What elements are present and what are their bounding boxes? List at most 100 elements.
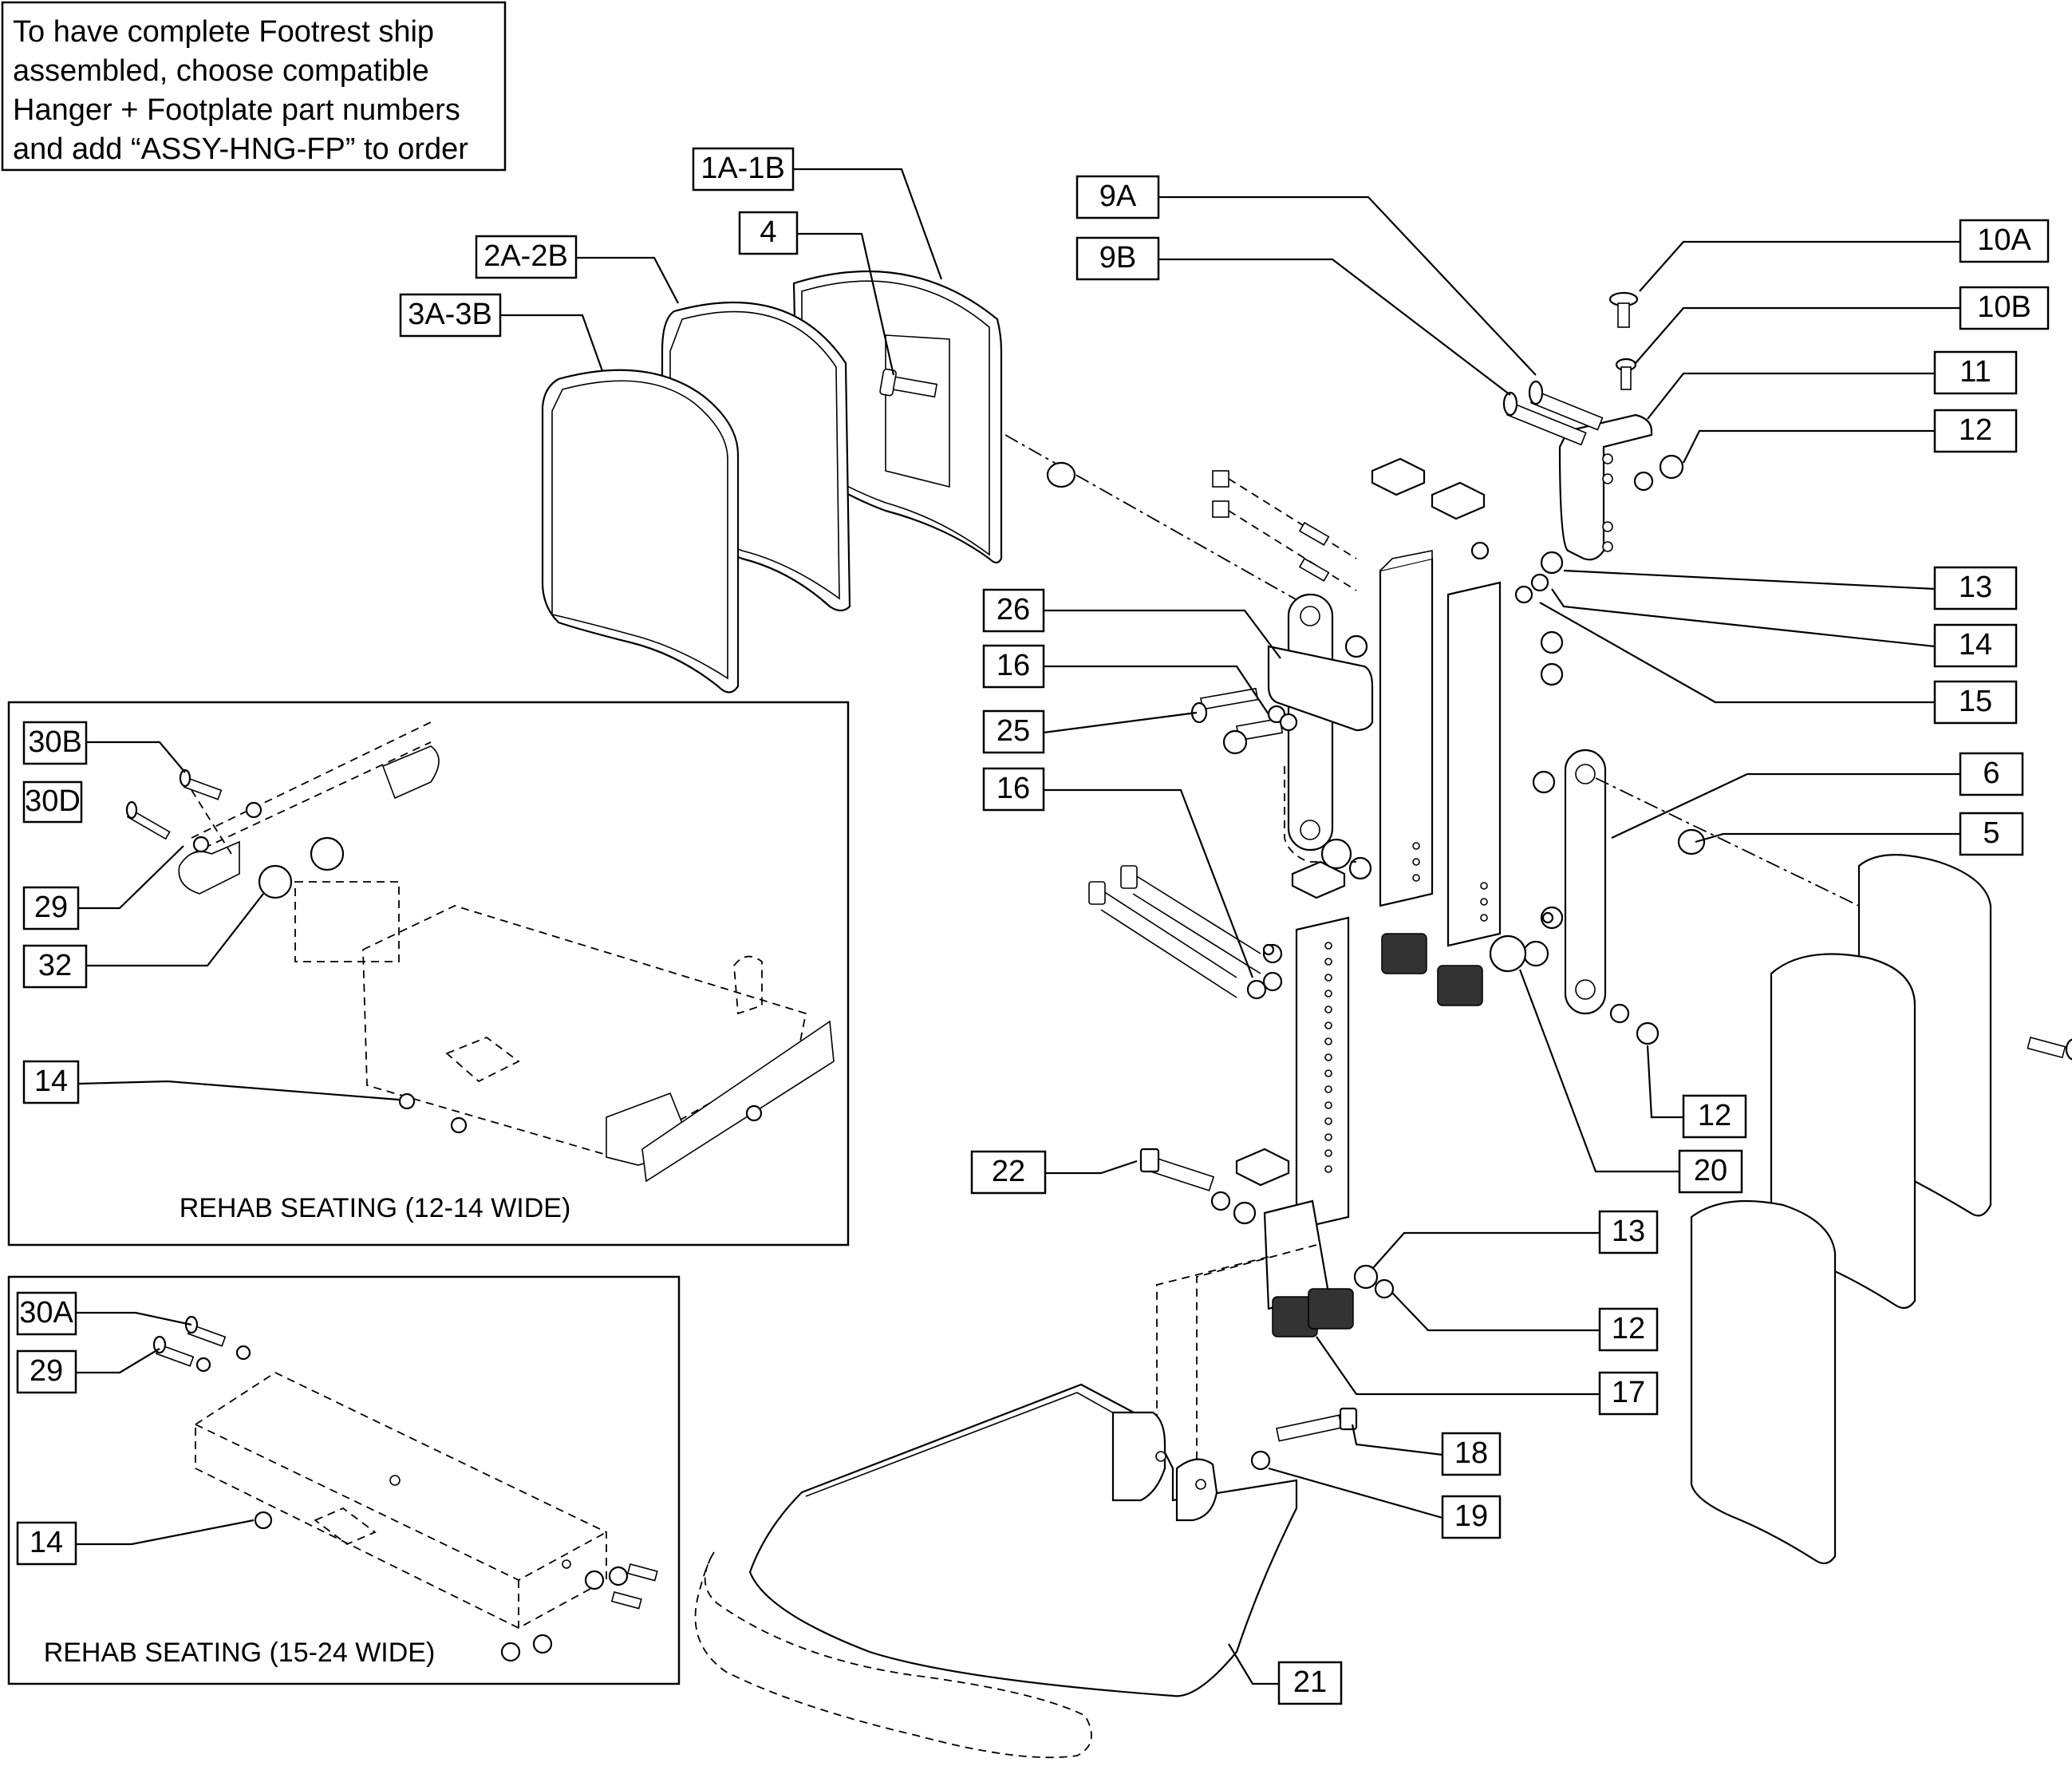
callout-5: 5 [1959,812,2024,856]
callout-3A-3B: 3A-3B [399,293,502,338]
svg-text:14: 14 [30,1526,63,1559]
callout-16a: 16 [982,644,1045,689]
nut-12-lower [1374,1278,1395,1299]
callout-26: 26 [982,588,1045,633]
footplate-hinge-right [1175,1458,1218,1522]
nuts-washers-mid [1344,541,1564,967]
svg-text:29: 29 [30,1354,63,1388]
svg-text:14: 14 [1959,628,1992,662]
svg-text:9A: 9A [1099,180,1137,213]
callout-14a: 14 [1933,623,2018,668]
inset-rehab-15-24: REHAB SEATING (15-24 WIDE) [7,1275,681,1685]
callouts: 1A-1B 4 2A-2B 3A-3B 9A 9B 10A 10B 11 12 … [16,147,2050,1705]
svg-text:19: 19 [1454,1499,1488,1533]
callout-10A: 10A [1959,219,2050,263]
screw-4 [879,368,938,398]
note-line-3: Hanger + Footplate part numbers [13,93,460,127]
callout-25: 25 [982,709,1045,754]
bolt-22 [1139,1148,1257,1225]
upright-tube-a [1379,557,1434,907]
nut-top-strap [1532,770,1556,794]
assembly-note: To have complete Footrest ship assembled… [1,1,507,172]
washer-20 [1489,934,1527,973]
svg-text:12: 12 [1612,1312,1645,1345]
bracket-hole-bottom [1300,820,1320,840]
svg-text:21: 21 [1293,1665,1327,1699]
hinge-hole-right [1195,1479,1206,1490]
callout-30B: 30B [22,721,88,765]
callout-13a: 13 [1933,566,2018,610]
svg-text:13: 13 [1612,1215,1645,1248]
screws-10 [1608,291,1639,390]
bracket-11-hole-4 [1602,541,1613,552]
inset-15-24-parts [152,1315,658,1662]
upright-tube-b [1446,581,1502,947]
svg-text:1A-1B: 1A-1B [701,152,785,185]
svg-text:3A-3B: 3A-3B [408,298,492,331]
note-line-2: assembled, choose compatible [13,54,429,88]
nut-14 [1530,573,1549,592]
axis-line-right [1595,777,1868,911]
adjust-holes [1324,842,1488,1173]
nut-12-right [1636,1021,1660,1045]
tube-cap-3 [1291,860,1346,899]
calf-pad-group-left [541,270,1003,693]
tube-cap-1 [1371,457,1426,496]
callout-22: 22 [970,1150,1047,1195]
upright-tube-a-side [1379,550,1433,571]
footplate-21 [694,1244,1358,1759]
callout-11: 11 [1933,350,2018,395]
callout-18: 18 [1441,1432,1502,1476]
svg-text:11: 11 [1960,355,1991,389]
side-strap-6 [1564,749,1607,1015]
svg-text:18: 18 [1454,1436,1488,1470]
svg-text:25: 25 [997,714,1030,748]
callout-30A: 30A [16,1291,77,1336]
svg-text:32: 32 [38,949,72,982]
bolts-lower-left [1088,865,1283,1000]
calf-pad-1-slot [885,334,950,488]
svg-text:10A: 10A [1977,223,2031,257]
lower-linkage-dash [1284,766,1356,863]
note-line-4: and add “ASSY-HNG-FP” to order [13,132,468,166]
callout-6: 6 [1959,752,2024,796]
strap-hole-bottom [1575,979,1596,1000]
footplate-link-dash-2 [1196,1244,1317,1460]
callout-21: 21 [1277,1661,1343,1705]
leader-lines [76,168,1960,1685]
bracket-11-hole-2 [1602,473,1613,484]
callout-32: 32 [22,944,88,989]
strap-hole-top [1575,764,1596,784]
callout-13b: 13 [1598,1210,1659,1254]
calf-pad-3-inner [551,380,728,680]
callout-4: 4 [738,211,799,255]
callout-29a: 29 [22,886,80,930]
washer-13-lower [1353,1264,1379,1290]
svg-text:13: 13 [1959,571,1992,604]
tube-cap-2 [1431,481,1486,520]
callout-1A-1B: 1A-1B [692,147,795,192]
washer-13 [1540,551,1564,575]
spacer-5 [1677,828,1706,855]
washer-15 [1514,585,1533,604]
inset-15-24-frame [7,1275,681,1685]
callout-9B: 9B [1075,236,1160,281]
spacer-upper [1046,461,1076,488]
axis-line-pads [1004,434,1309,607]
svg-text:2A-2B: 2A-2B [483,239,568,273]
svg-text:9B: 9B [1099,241,1136,275]
svg-text:22: 22 [992,1155,1025,1188]
washer-12-right [1609,1003,1630,1024]
inset-15-24-title: REHAB SEATING (15-24 WIDE) [44,1638,436,1668]
svg-text:20: 20 [1694,1154,1727,1187]
tube-plug-b [1437,965,1483,1006]
callout-14c: 14 [16,1521,77,1566]
nut-19 [1250,1450,1271,1471]
lower-bushing [1320,838,1352,870]
callout-19: 19 [1441,1495,1502,1539]
hinge-hole-left [1155,1451,1166,1462]
tube-cap-4 [1235,1148,1290,1187]
callout-9A: 9A [1075,175,1160,219]
nut-12b [1633,471,1654,492]
callout-12a: 12 [1933,409,2018,453]
